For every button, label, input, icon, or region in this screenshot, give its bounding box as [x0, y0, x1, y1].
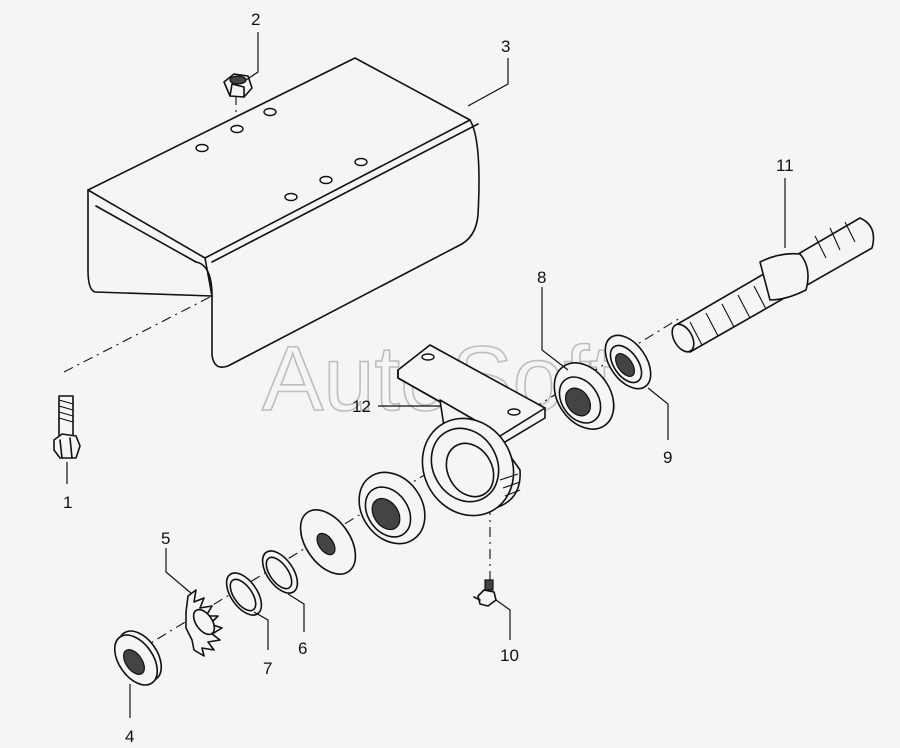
- part-12-housing: [397, 344, 546, 517]
- leader-lines: [66, 32, 786, 718]
- part-9-seal: [604, 334, 652, 390]
- part-4-locknut: [113, 630, 163, 686]
- part-10-grease-fitting: [473, 579, 497, 607]
- bolt-axis-line: [63, 296, 211, 373]
- bearing-inner: [358, 471, 426, 545]
- part-7-ring: [225, 572, 263, 616]
- part-11-shaft: [671, 217, 875, 353]
- part-8-bearing: [553, 362, 615, 430]
- callout-11: 11: [776, 156, 794, 175]
- callout-4: 4: [125, 727, 134, 746]
- callout-2: 2: [251, 10, 260, 29]
- callout-12: 12: [352, 397, 371, 416]
- callout-5: 5: [161, 529, 170, 548]
- callout-8: 8: [537, 268, 546, 287]
- flat-washer: [299, 509, 357, 575]
- part-6-ring: [261, 550, 299, 594]
- part-1-bolt: [53, 395, 81, 459]
- callout-1: 1: [63, 493, 72, 512]
- part-2-nut: [223, 73, 253, 98]
- part-5-lock-washer: [185, 589, 223, 657]
- callout-6: 6: [298, 639, 307, 658]
- callout-10: 10: [500, 646, 519, 665]
- callout-9: 9: [663, 448, 672, 467]
- callout-labels: 1 2 3 4 5 6 7 8 9 10 11 12: [63, 10, 794, 746]
- part-3-cover: [87, 57, 480, 368]
- callout-3: 3: [501, 37, 510, 56]
- callout-7: 7: [263, 659, 272, 678]
